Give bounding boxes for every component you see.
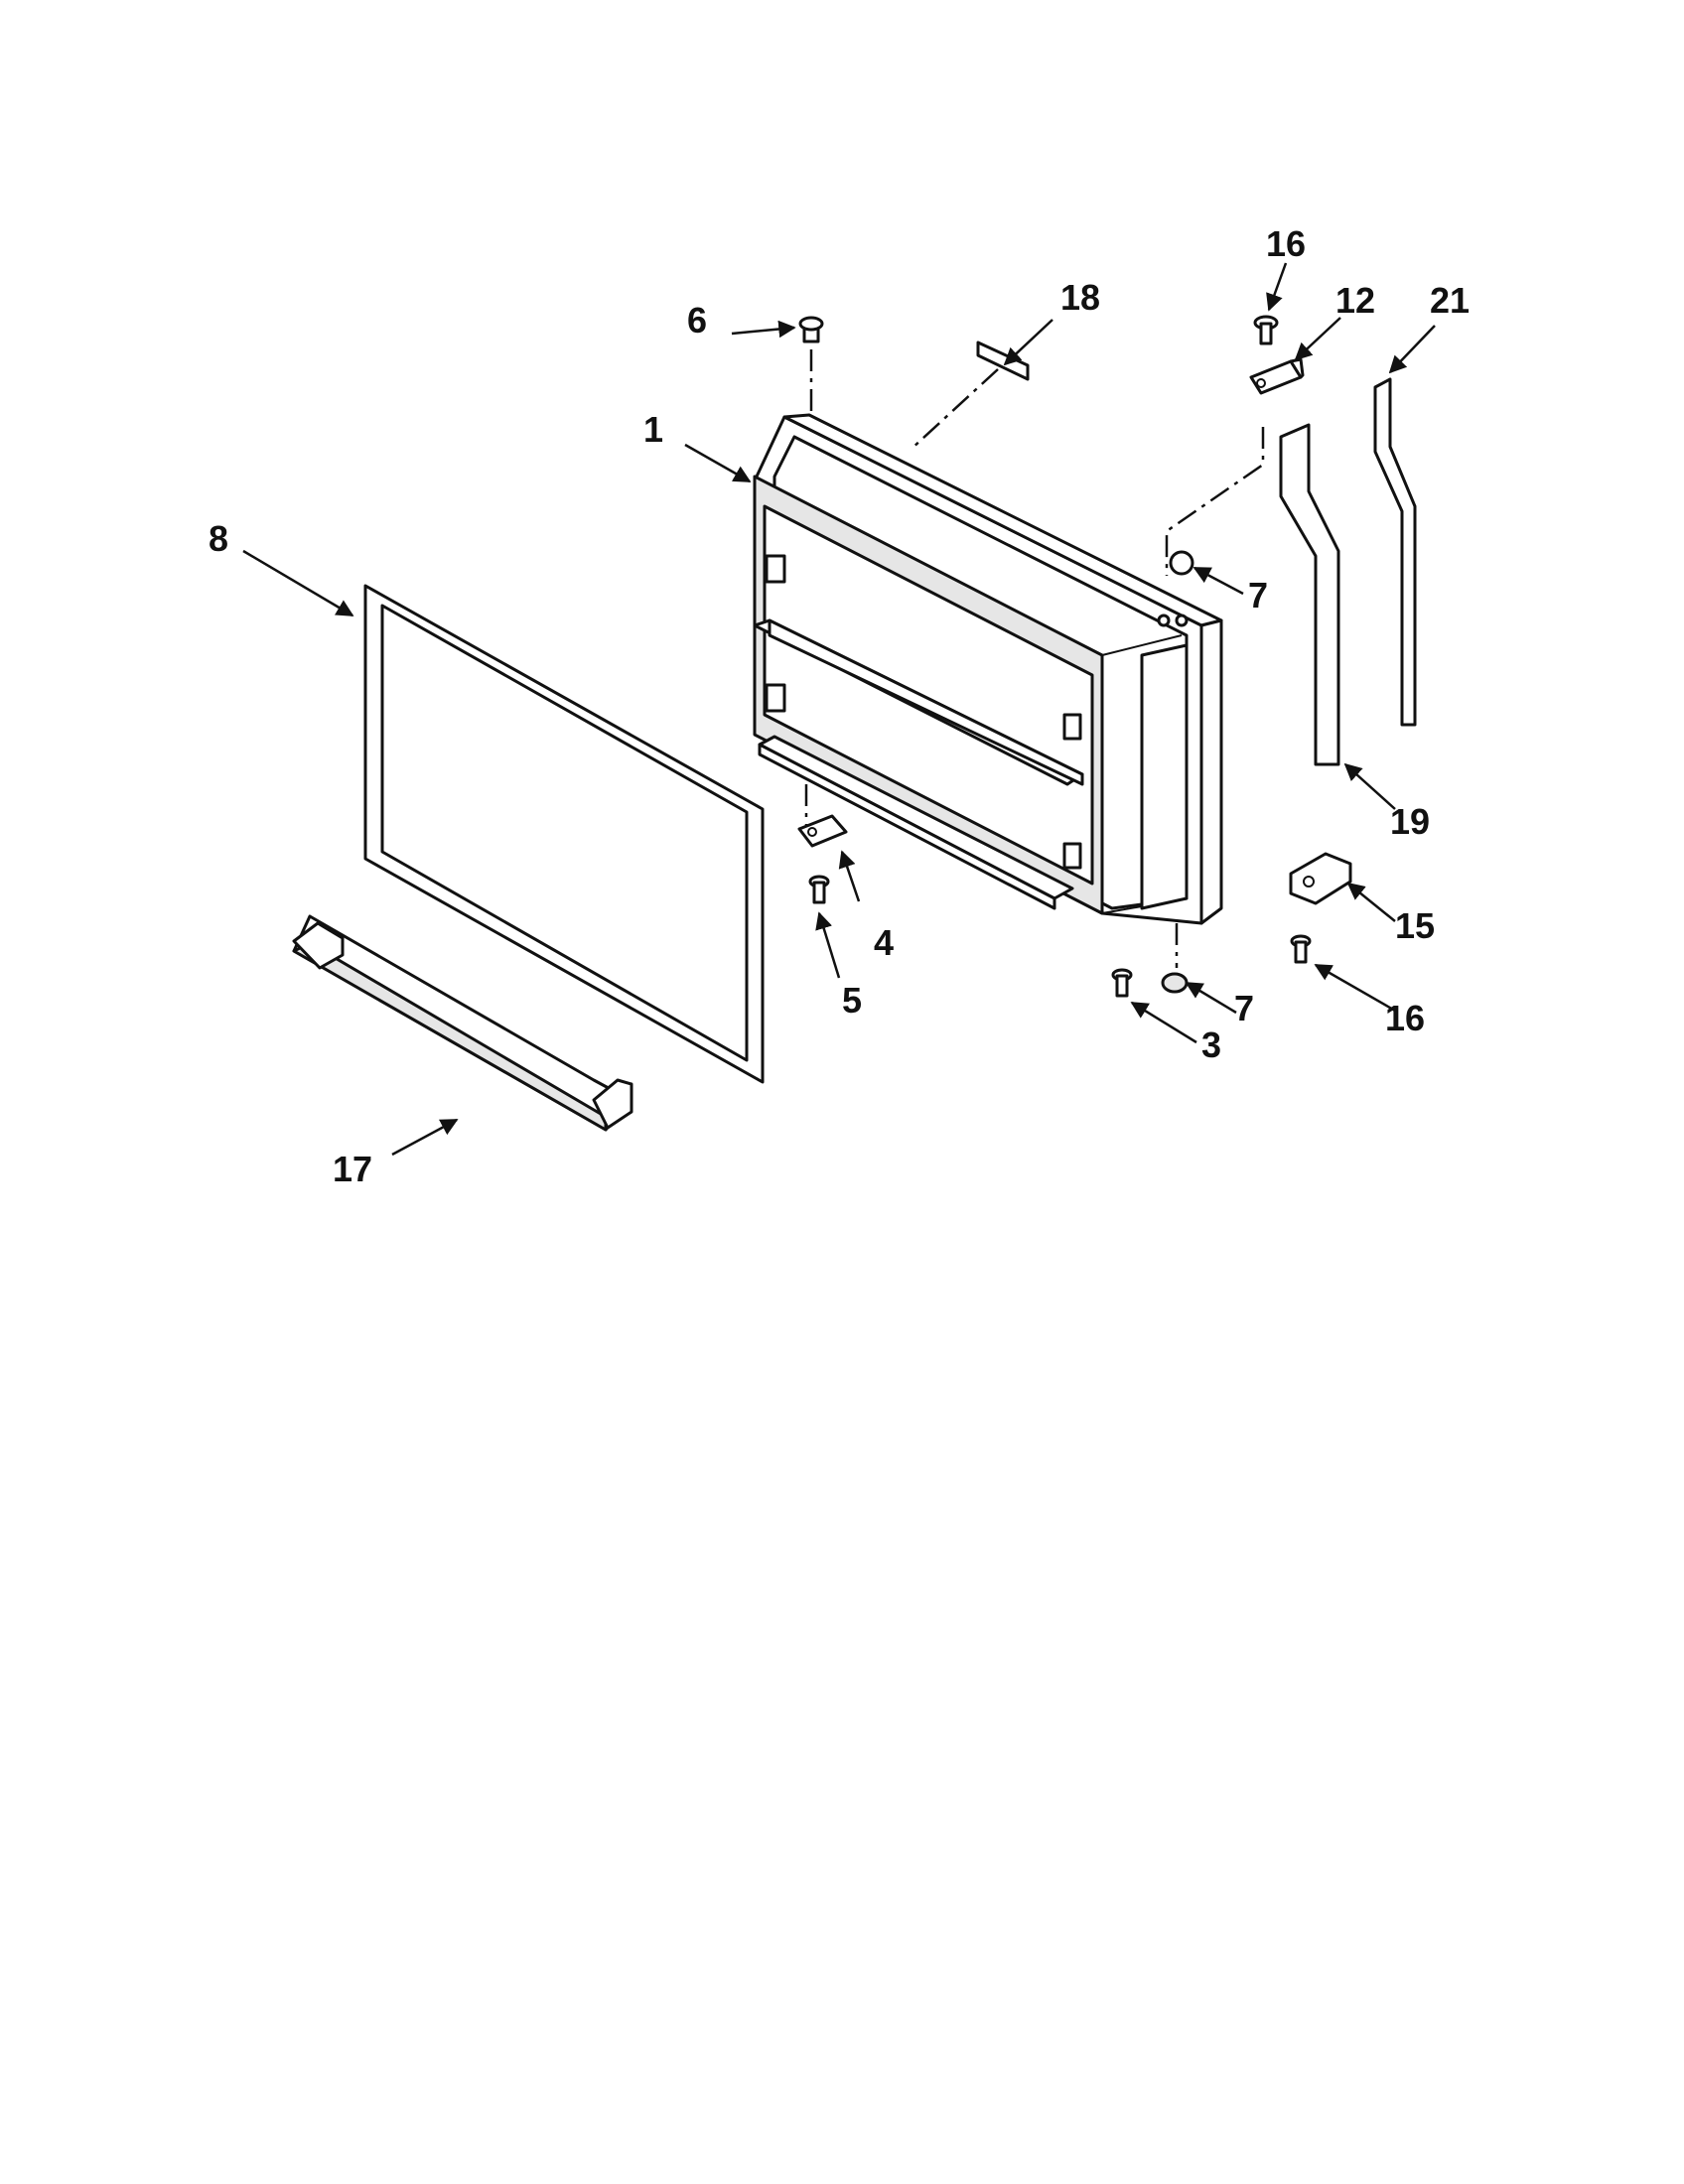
callout-19: 19 <box>1390 801 1430 842</box>
bushing-top <box>1169 550 1194 576</box>
callout-16-bottom: 16 <box>1385 998 1425 1038</box>
callout-7-bottom: 7 <box>1234 988 1254 1028</box>
trim-right <box>1373 377 1417 727</box>
screw-bottom <box>1111 968 1133 998</box>
label-plate <box>976 341 1030 381</box>
screw-hinge-left <box>808 875 830 904</box>
gasket <box>363 584 765 1084</box>
door-liner <box>753 413 1223 925</box>
callout-3: 3 <box>1201 1024 1221 1065</box>
hinge-bottom-left <box>797 814 848 848</box>
callout-4: 4 <box>874 922 894 963</box>
callout-7-top: 7 <box>1248 575 1268 615</box>
trim-left <box>1279 423 1340 766</box>
callout-18: 18 <box>1060 277 1100 318</box>
bushing-bottom <box>1161 972 1189 994</box>
plug-top <box>798 316 824 343</box>
callout-12: 12 <box>1335 280 1375 321</box>
hinge-top <box>1249 357 1305 395</box>
callout-8: 8 <box>209 518 228 559</box>
callout-16-top: 16 <box>1266 223 1306 264</box>
callout-21: 21 <box>1430 280 1470 321</box>
handle <box>292 914 633 1132</box>
callout-6: 6 <box>687 300 707 341</box>
screw-top <box>1253 315 1279 345</box>
callout-5: 5 <box>842 980 862 1021</box>
callout-1: 1 <box>643 409 663 450</box>
hinge-bottom-right <box>1289 852 1352 905</box>
callout-17: 17 <box>333 1149 372 1189</box>
screw-bottom-right <box>1290 934 1312 964</box>
callout-15: 15 <box>1395 905 1435 946</box>
